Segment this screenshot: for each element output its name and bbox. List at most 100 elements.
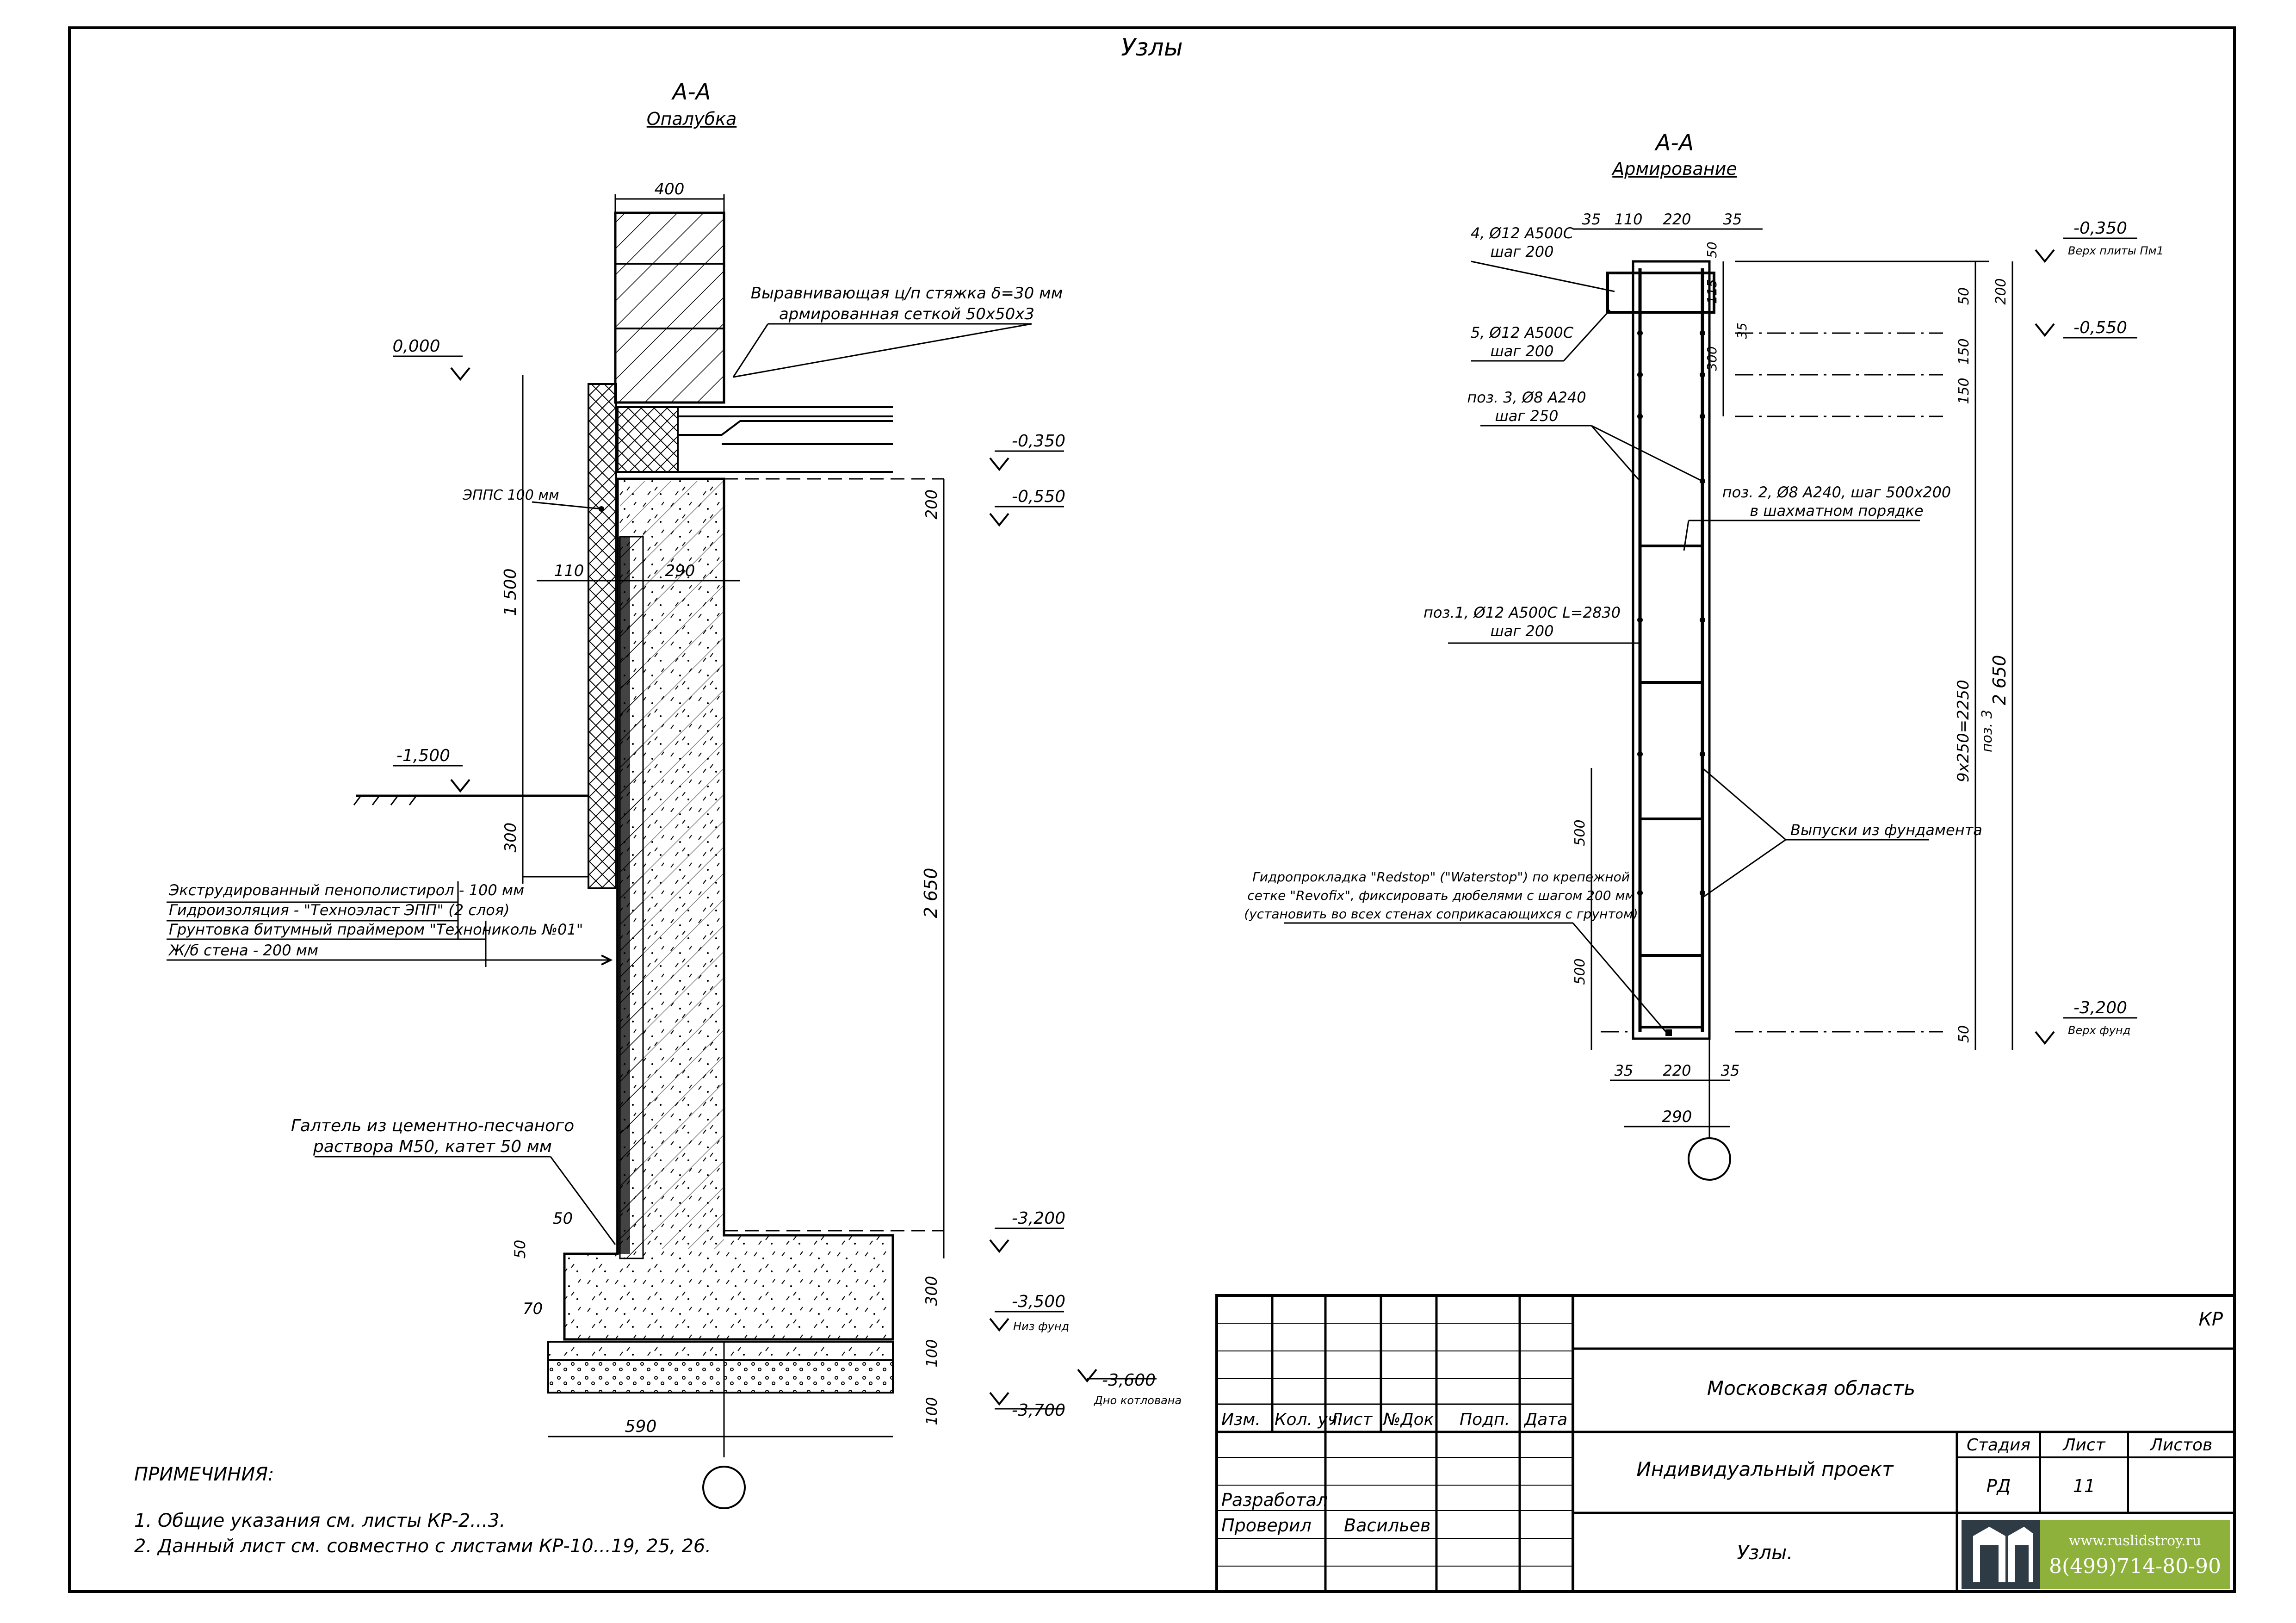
dim-100a: 100 <box>923 1339 941 1367</box>
rv-level-m0550: -0,550 <box>2035 318 2137 339</box>
svg-text:Изм.: Изм. <box>1221 1410 1261 1429</box>
svg-text:-1,500: -1,500 <box>396 746 450 765</box>
svg-text:РД: РД <box>1987 1476 2011 1496</box>
svg-text:(установить во всех стенах соп: (установить во всех стенах соприкасающих… <box>1244 906 1638 922</box>
left-view-subtitle: Опалубка <box>647 109 737 129</box>
galtel-callout: Галтель из цементно-песчаного раствора М… <box>291 1116 616 1245</box>
dim-50a: 50 <box>553 1209 573 1228</box>
svg-text:-3,700: -3,700 <box>1012 1401 1065 1420</box>
svg-text:50: 50 <box>1956 287 1972 305</box>
logo-site: www.ruslidstroy.ru <box>2069 1533 2201 1549</box>
svg-text:поз. 3: поз. 3 <box>1979 710 1995 752</box>
dim-70: 70 <box>523 1300 543 1318</box>
level-m3700: -3,700 <box>989 1392 1065 1420</box>
svg-text:Проверил: Проверил <box>1221 1515 1312 1536</box>
svg-text:Индивидуальный проект: Индивидуальный проект <box>1636 1458 1894 1481</box>
svg-text:Экструдированный пенополистиро: Экструдированный пенополистирол - 100 мм <box>168 881 524 899</box>
epps-label: ЭППС 100 мм <box>462 487 559 503</box>
gidro-callout: Гидропрокладка "Redstop" ("Waterstop") п… <box>1244 869 1672 1036</box>
dim-110: 110 <box>554 562 584 580</box>
dim-400: 400 <box>655 180 685 198</box>
svg-text:500: 500 <box>1572 958 1588 985</box>
svg-text:Гидроизоляция - "Техноэласт ЭП: Гидроизоляция - "Техноэласт ЭПП" (2 слоя… <box>169 901 510 919</box>
rebar-dots <box>1637 330 1705 896</box>
dim-300a: 300 <box>501 823 520 853</box>
svg-text:35: 35 <box>1582 211 1601 228</box>
dim-290: 290 <box>665 562 695 580</box>
level-m3500: -3,500 Низ фунд <box>989 1292 1069 1333</box>
pos3-callout: поз. 3, Ø8 А240 шаг 250 <box>1467 389 1703 482</box>
svg-text:шаг 200: шаг 200 <box>1491 342 1554 360</box>
screed-note-2: армированная сеткой 50х50х3 <box>779 305 1034 323</box>
svg-text:35: 35 <box>1734 322 1750 339</box>
svg-text:Ж/б стена - 200 мм: Ж/б стена - 200 мм <box>168 942 318 959</box>
svg-text:Листов: Листов <box>2149 1436 2212 1455</box>
dim-300b: 300 <box>922 1276 941 1306</box>
sheet-title: Узлы <box>1121 34 1183 62</box>
svg-text:220: 220 <box>1663 1062 1691 1079</box>
svg-text:35: 35 <box>1721 1062 1740 1079</box>
svg-text:220: 220 <box>1663 211 1691 228</box>
dim-590: 590 <box>625 1417 657 1436</box>
svg-text:-0,550: -0,550 <box>2073 318 2127 337</box>
slab <box>617 406 679 473</box>
svg-text:раствора М50, катет 50 мм: раствора М50, катет 50 мм <box>313 1137 552 1156</box>
svg-text:110: 110 <box>1614 211 1642 228</box>
level-m0350: -0,350 <box>989 432 1065 471</box>
svg-text:в шахматном порядке: в шахматном порядке <box>1750 502 1923 520</box>
svg-text:150: 150 <box>1956 338 1972 365</box>
svg-text:Грунтовка битумный праймером ": Грунтовка битумный праймером "Техноникол… <box>169 921 583 938</box>
svg-text:50: 50 <box>1956 1025 1972 1043</box>
svg-text:200: 200 <box>1993 278 2009 304</box>
svg-text:Подп.: Подп. <box>1460 1410 1510 1429</box>
axis-marker-right <box>1688 1137 1731 1181</box>
pos2-callout: поз. 2, Ø8 А240, шаг 500х200 в шахматном… <box>1683 483 1951 551</box>
rv-level-m0350: -0,350 Верх плиты Пм1 <box>2035 219 2164 263</box>
stirrups <box>1640 545 1702 1028</box>
svg-text:сетке "Revofix", фиксировать д: сетке "Revofix", фиксировать дюбелями с … <box>1247 888 1634 903</box>
level-m1500: -1,500 <box>393 746 470 793</box>
svg-text:Лист: Лист <box>2062 1436 2105 1455</box>
svg-text:300: 300 <box>1704 346 1720 371</box>
svg-text:Низ фунд: Низ фунд <box>1013 1320 1069 1333</box>
level-m3200: -3,200 <box>989 1209 1065 1253</box>
dim-50b: 50 <box>511 1240 529 1259</box>
svg-text:-3,200: -3,200 <box>2073 998 2127 1017</box>
right-view-subtitle: Армирование <box>1611 159 1737 179</box>
svg-text:-0,350: -0,350 <box>1012 432 1065 451</box>
pos4-callout: 4, Ø12 А500С шаг 200 <box>1471 224 1615 292</box>
svg-text:шаг 200: шаг 200 <box>1491 243 1554 260</box>
svg-text:Галтель из цементно-песчаного: Галтель из цементно-песчаного <box>291 1116 574 1135</box>
screed-note-1: Выравнивающая ц/п стяжка δ=30 мм <box>751 284 1063 303</box>
left-view: А-А Опалубка 400 Выравнивающая ц/п стяжк… <box>134 79 1182 1557</box>
svg-text:4, Ø12 А500С: 4, Ø12 А500С <box>1471 224 1574 242</box>
level-m0550: -0,550 <box>989 487 1065 527</box>
svg-text:№Док: №Док <box>1382 1410 1434 1429</box>
svg-text:35: 35 <box>1615 1062 1634 1079</box>
svg-text:шаг 250: шаг 250 <box>1495 407 1559 425</box>
right-view: А-А Армирование 35 110 220 35 <box>1244 130 2164 1181</box>
svg-text:Московская область: Московская область <box>1707 1377 1915 1400</box>
notes: ПРИМЕЧИНИЯ: 1. Общие указания см. листы … <box>134 1464 711 1557</box>
svg-text:Гидропрокладка "Redstop" ("Wat: Гидропрокладка "Redstop" ("Waterstop") п… <box>1252 869 1630 885</box>
svg-text:шаг 200: шаг 200 <box>1491 622 1554 640</box>
svg-text:50: 50 <box>1704 242 1720 258</box>
level-m3600: -3,600 Дно котлована <box>1077 1369 1182 1407</box>
company-logo: www.ruslidstroy.ru 8(499)714-80-90 <box>1962 1520 2230 1589</box>
right-view-title: А-А <box>1654 130 1694 156</box>
svg-text:Лист: Лист <box>1329 1410 1373 1429</box>
svg-text:Выпуски из фундамента: Выпуски из фундамента <box>1790 821 1982 839</box>
svg-text:11: 11 <box>2073 1476 2095 1496</box>
rebar-wall <box>1632 260 1711 1040</box>
brick-wall <box>614 211 725 404</box>
svg-text:-3,600: -3,600 <box>1102 1371 1156 1390</box>
dim-200: 200 <box>922 489 941 520</box>
sheet-frame <box>68 26 2236 1593</box>
svg-text:9х250=2250: 9х250=2250 <box>1954 680 1973 782</box>
svg-text:поз. 3, Ø8 А240: поз. 3, Ø8 А240 <box>1467 389 1586 406</box>
svg-text:поз. 2, Ø8 А240, шаг 500х200: поз. 2, Ø8 А240, шаг 500х200 <box>1722 483 1951 501</box>
svg-text:1. Общие указания см. листы КР: 1. Общие указания см. листы КР-2...3. <box>134 1510 506 1531</box>
level-0: 0,000 <box>392 337 470 381</box>
title-block-grid <box>1215 1294 2236 1593</box>
